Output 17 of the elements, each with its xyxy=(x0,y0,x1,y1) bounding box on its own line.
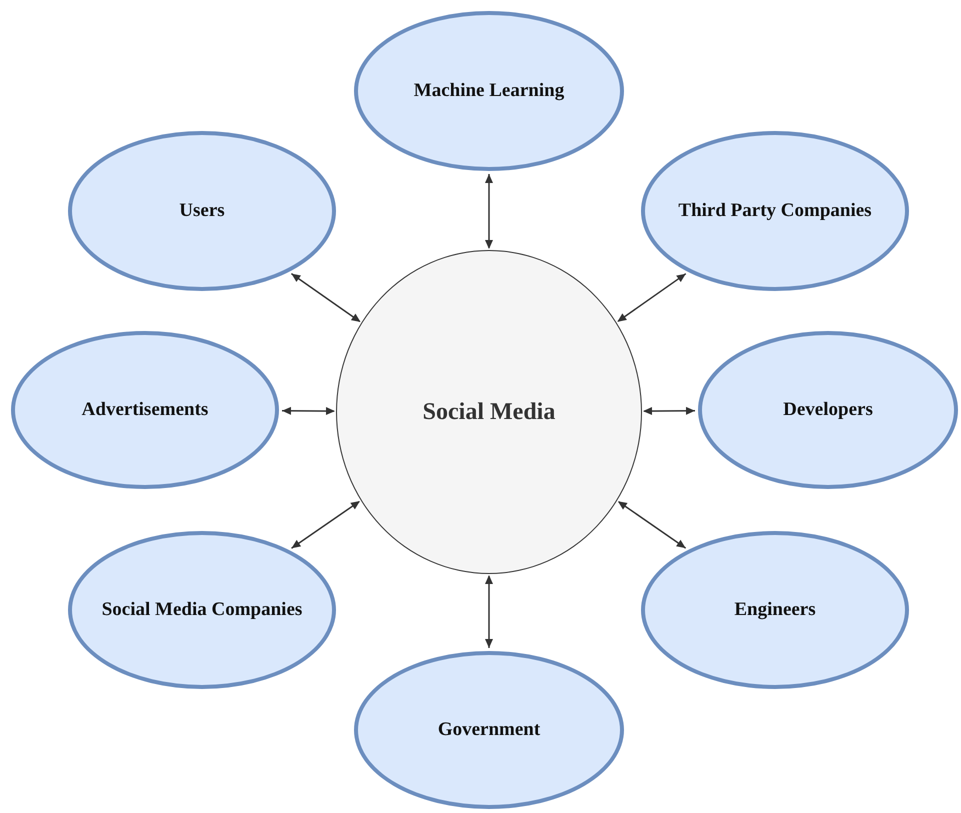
node-label: Engineers xyxy=(733,598,817,622)
node-label: Developers xyxy=(782,398,874,422)
arrow xyxy=(643,406,696,416)
node-label: Users xyxy=(178,199,226,223)
arrow xyxy=(618,501,686,549)
arrow xyxy=(282,406,335,416)
arrow xyxy=(485,575,493,648)
arrow xyxy=(485,174,493,249)
node-label: Advertisements xyxy=(80,398,210,422)
node-label: Government xyxy=(436,718,542,742)
arrow xyxy=(291,500,360,549)
arrow xyxy=(617,273,686,322)
node-label: Third Party Companies xyxy=(677,199,873,223)
arrow xyxy=(290,272,361,322)
node-label: Machine Learning xyxy=(412,79,566,103)
node-label: Social Media Companies xyxy=(100,598,304,622)
node-label: Social Media xyxy=(422,398,556,427)
